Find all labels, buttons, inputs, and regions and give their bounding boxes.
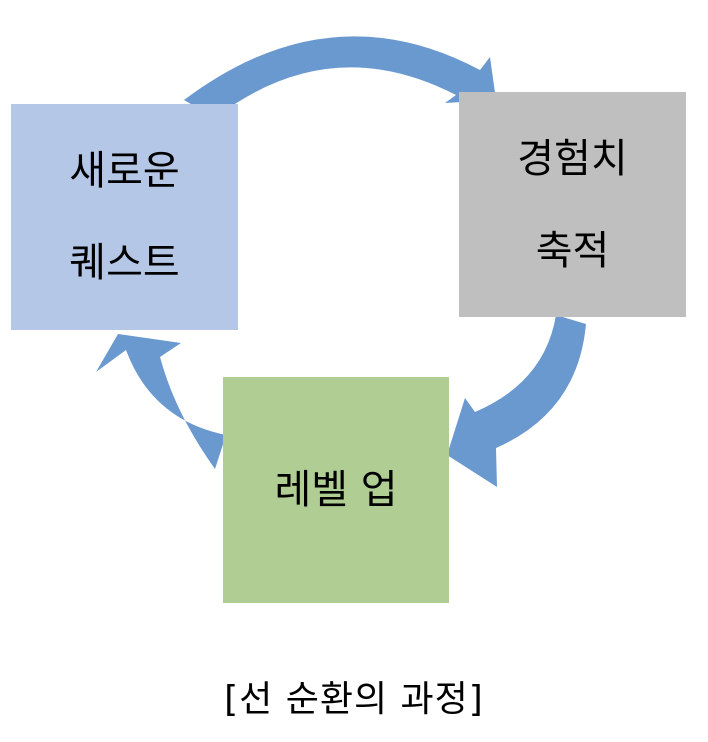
node-level-up-line-1: 레벨 업 [274, 467, 398, 513]
arrow-quest-to-exp [184, 36, 496, 118]
arrow-exp-to-level [447, 315, 586, 487]
node-new-quest-line-2: 퀘스트 [69, 240, 180, 286]
node-level-up: 레벨 업 [223, 377, 449, 603]
node-new-quest: 새로운 퀘스트 [11, 104, 238, 330]
node-new-quest-line-1: 새로운 [69, 148, 180, 194]
diagram-caption: [선 순환의 과정] [224, 679, 484, 720]
node-exp-gain-line-1: 경험치 [517, 135, 628, 182]
arrow-level-to-quest [96, 334, 226, 469]
node-exp-gain-line-2: 축적 [535, 227, 610, 274]
node-exp-gain: 경험치 축적 [459, 92, 686, 317]
